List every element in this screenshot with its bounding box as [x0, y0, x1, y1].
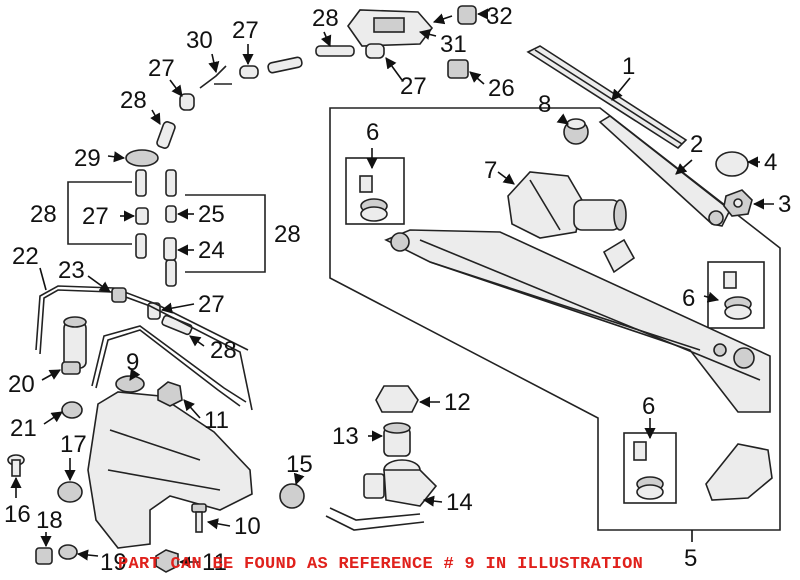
bracket-28-left	[67, 181, 132, 245]
callout-numbers: 1 2 3 4 5 6 6 6 7 8 9 10 11 11 12 13 14 …	[4, 3, 791, 576]
callout-19: 19	[100, 549, 127, 576]
arm-nut	[723, 189, 753, 217]
callout-7: 7	[484, 157, 497, 184]
callout-27-a: 27	[232, 17, 259, 44]
check-valve-25	[165, 205, 177, 223]
motor-mount	[602, 238, 636, 274]
callout-11-upper: 11	[204, 407, 229, 434]
callout-17: 17	[60, 431, 87, 458]
callout-22: 22	[12, 243, 39, 270]
washer-nozzle	[347, 9, 434, 47]
leader-lines	[10, 8, 774, 568]
nozzle-clip	[457, 5, 477, 25]
callout-30: 30	[186, 27, 213, 54]
callout-25: 25	[198, 201, 225, 228]
callout-31: 31	[440, 31, 467, 58]
hose-joints	[135, 43, 385, 320]
nut-11-lower	[155, 549, 179, 573]
callout-18: 18	[36, 507, 63, 534]
callout-24: 24	[198, 237, 225, 264]
callout-4: 4	[764, 149, 777, 176]
callout-6-top: 6	[366, 119, 379, 146]
callout-29: 29	[74, 145, 101, 172]
callout-28-c: 28	[210, 337, 237, 364]
callout-20: 20	[8, 371, 35, 398]
callout-27-c: 27	[400, 73, 427, 100]
filler-cap	[383, 422, 411, 457]
callout-32: 32	[486, 3, 513, 30]
wiper-blade	[526, 45, 688, 150]
connector-24	[163, 237, 177, 261]
callout-15: 15	[286, 451, 313, 478]
callout-8: 8	[538, 91, 551, 118]
callout-5: 5	[684, 545, 697, 572]
nut-11-upper	[157, 381, 183, 407]
filler-neck-seal	[375, 385, 419, 413]
washer-hose-lower	[95, 329, 241, 407]
callout-6-right: 6	[682, 285, 695, 312]
callout-27-e: 27	[198, 291, 225, 318]
callout-9: 9	[126, 349, 139, 376]
connector-23	[111, 287, 127, 303]
hose-sections	[135, 45, 355, 336]
callout-3: 3	[778, 191, 791, 218]
callout-2: 2	[690, 131, 703, 158]
callout-27-d: 27	[82, 203, 109, 230]
callout-27-b: 27	[148, 55, 175, 82]
callout-10: 10	[234, 513, 261, 540]
grommet-19	[58, 544, 78, 560]
callout-28-a: 28	[312, 5, 339, 32]
washer-pump	[61, 316, 87, 375]
callout-28-left: 28	[30, 201, 57, 228]
reference-caption: PART CAN BE FOUND AS REFERENCE # 9 IN IL…	[118, 555, 644, 574]
cap-16	[7, 454, 25, 477]
callout-11-lower: 11	[202, 549, 227, 576]
seal-kit-bottom	[633, 441, 664, 500]
callout-28-b: 28	[120, 87, 147, 114]
callout-6-bottom: 6	[642, 393, 655, 420]
wiper-linkage	[384, 229, 771, 413]
grommet-15	[279, 483, 305, 509]
level-sensor	[35, 547, 53, 565]
callout-14: 14	[446, 489, 473, 516]
connector-26	[447, 59, 469, 79]
wiper-motor	[507, 171, 627, 239]
callout-13: 13	[332, 423, 359, 450]
seal-kit-right	[723, 271, 752, 320]
callout-16: 16	[4, 501, 31, 528]
arm-cap	[715, 151, 749, 177]
callout-1: 1	[622, 53, 635, 80]
seal-kit-top	[359, 175, 388, 222]
callout-28-right: 28	[274, 221, 301, 248]
grommet-29	[125, 149, 159, 167]
washer-hose-lower-b	[91, 325, 247, 403]
linkage-bracket	[705, 443, 773, 501]
bracket-28-right	[185, 194, 266, 273]
wiper-arm	[598, 115, 732, 227]
grommet-21	[61, 401, 83, 419]
callout-23: 23	[58, 257, 85, 284]
callout-26: 26	[488, 75, 515, 102]
callout-21: 21	[10, 415, 37, 442]
grommet-17	[57, 481, 83, 503]
callout-12: 12	[444, 389, 471, 416]
filler-neck	[325, 459, 438, 531]
bolt-10	[191, 503, 207, 533]
